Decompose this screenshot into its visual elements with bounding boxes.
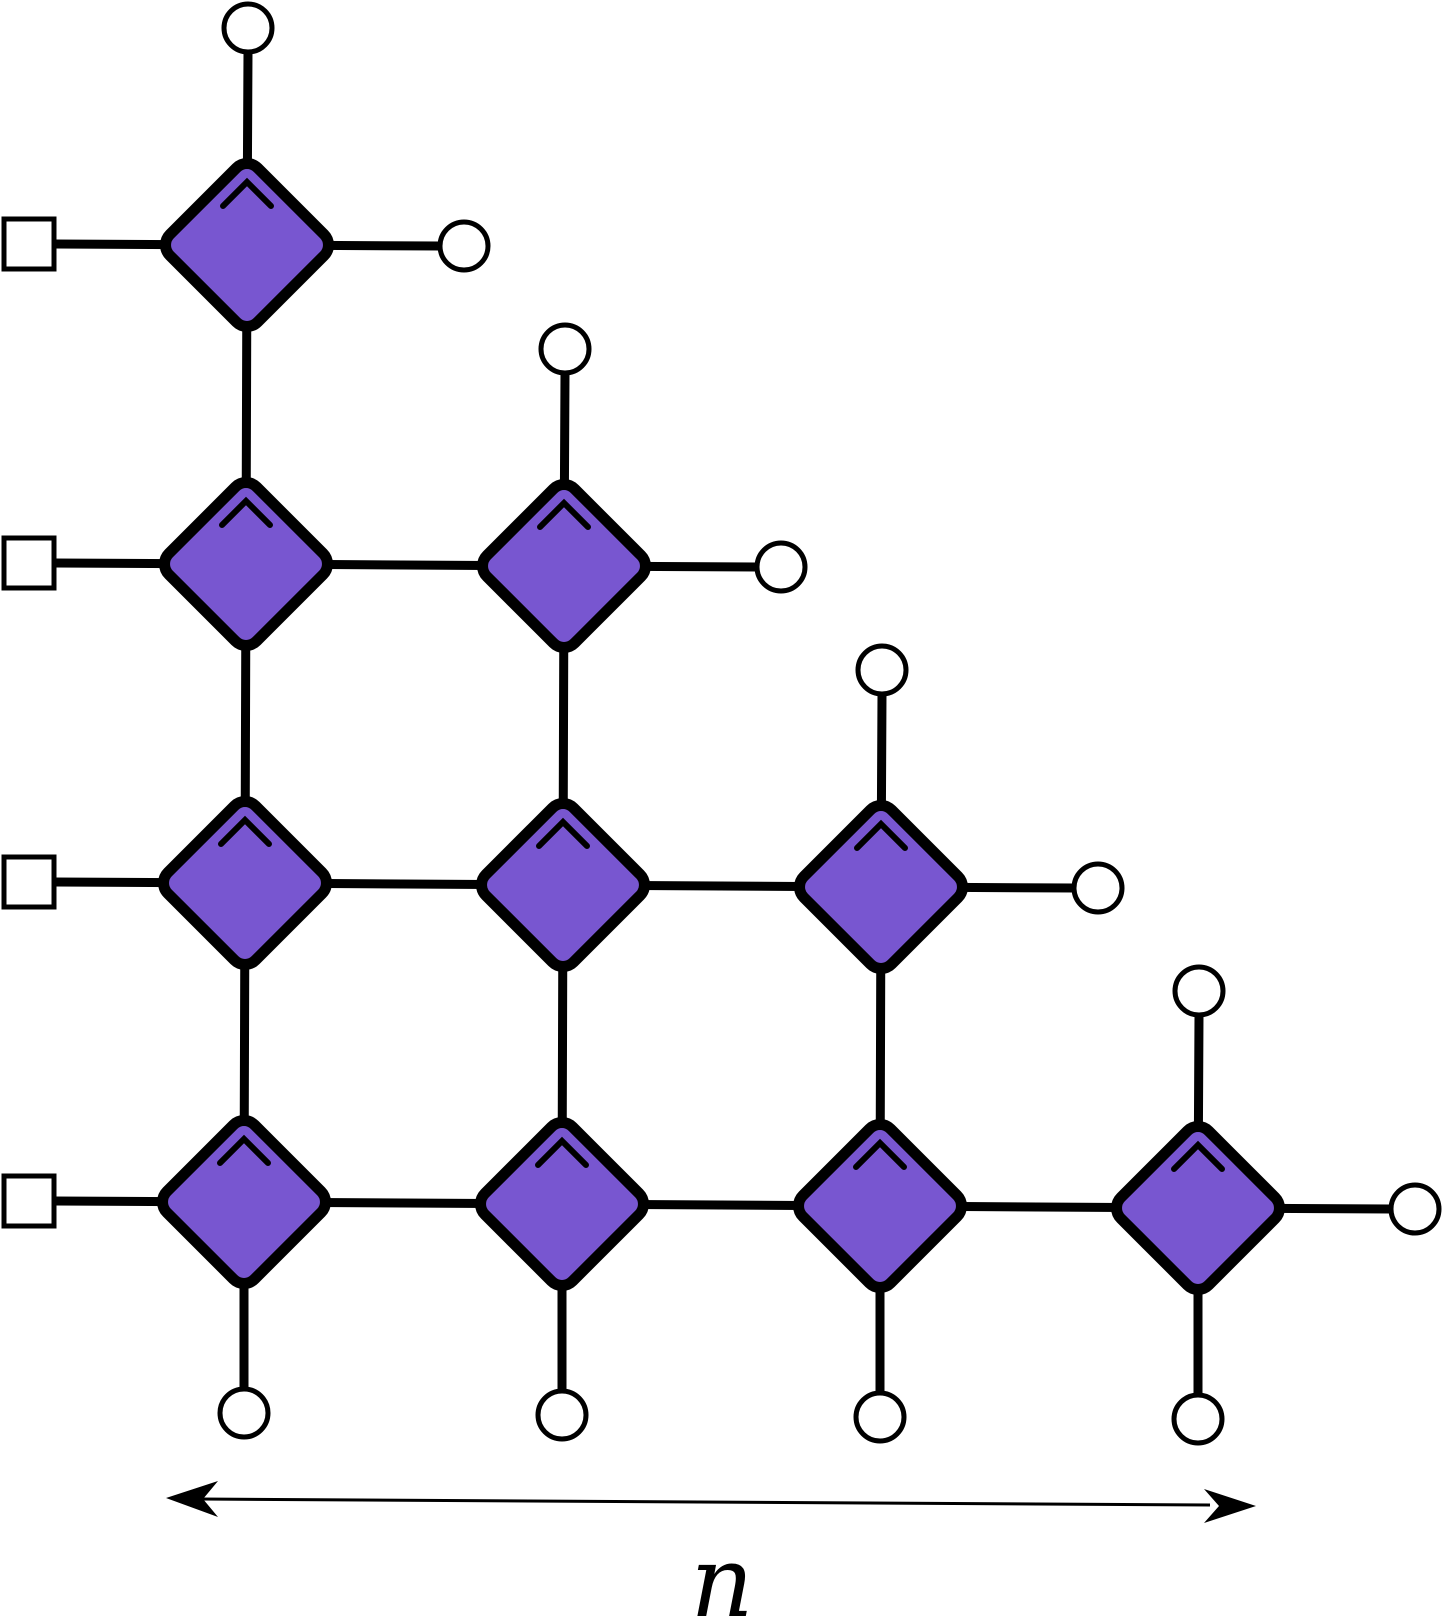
tensor-node-marker [218, 815, 272, 847]
tensor-node-diamond [157, 1115, 331, 1289]
right-terminal-circle [1071, 861, 1125, 915]
top-terminal-circle [1172, 964, 1226, 1018]
tensor-node-diamond [477, 479, 651, 653]
tensor-node-marker [220, 177, 274, 209]
terminals-layer [1, 1, 1442, 1446]
left-terminal-square [1, 535, 57, 591]
bottom-terminal-circle [217, 1386, 271, 1440]
tensor-node [160, 158, 334, 332]
bottom-terminal-circle [853, 1390, 907, 1444]
tensor-node [477, 479, 651, 653]
tensor-node-marker [853, 1138, 907, 1170]
bottom-terminal-circle [1171, 1392, 1225, 1446]
left-terminal-square [1, 1173, 57, 1229]
left-terminal-square [1, 854, 57, 910]
tensor-node [1111, 1121, 1285, 1295]
tensor-node-diamond [475, 1117, 649, 1291]
tensor-node-diamond [793, 1119, 967, 1293]
tensor-node [157, 1115, 331, 1289]
tensor-node-marker [217, 1134, 271, 1166]
top-terminal-circle [221, 1, 275, 55]
tensor-node [475, 1117, 649, 1291]
left-terminal-square [1, 216, 57, 272]
right-terminal-circle [754, 540, 808, 594]
bottom-terminal-circle [535, 1388, 589, 1442]
tensor-node-marker [535, 1136, 589, 1168]
tensor-node-diamond [794, 800, 968, 974]
tensor-node-diamond [1111, 1121, 1285, 1295]
dimension-arrow-line [199, 1497, 1211, 1507]
dimension-indicator: n [166, 1481, 1256, 1624]
tensor-node-marker [536, 817, 590, 849]
tensor-node [794, 800, 968, 974]
tensor-node-marker [1171, 1140, 1225, 1172]
tensor-node [793, 1119, 967, 1293]
tensor-node [159, 477, 333, 651]
tensor-node-diamond [160, 158, 334, 332]
right-terminal-circle [437, 219, 491, 273]
dimension-arrow-left-head [166, 1481, 218, 1517]
top-terminal-circle [855, 643, 909, 697]
tensor-node-diamond [159, 477, 333, 651]
dimension-label: n [690, 1526, 753, 1624]
tensor-node-diamond [476, 798, 650, 972]
tensor-node-diamond [158, 796, 332, 970]
dimension-arrow-right-head [1204, 1489, 1256, 1523]
nodes-layer [157, 158, 1285, 1295]
tensor-node [476, 798, 650, 972]
tensor-node-marker [219, 496, 273, 528]
tensor-node [158, 796, 332, 970]
top-terminal-circle [538, 322, 592, 376]
tensor-node-marker [537, 498, 591, 530]
right-terminal-circle [1388, 1182, 1442, 1236]
tensor-node-marker [854, 819, 908, 851]
